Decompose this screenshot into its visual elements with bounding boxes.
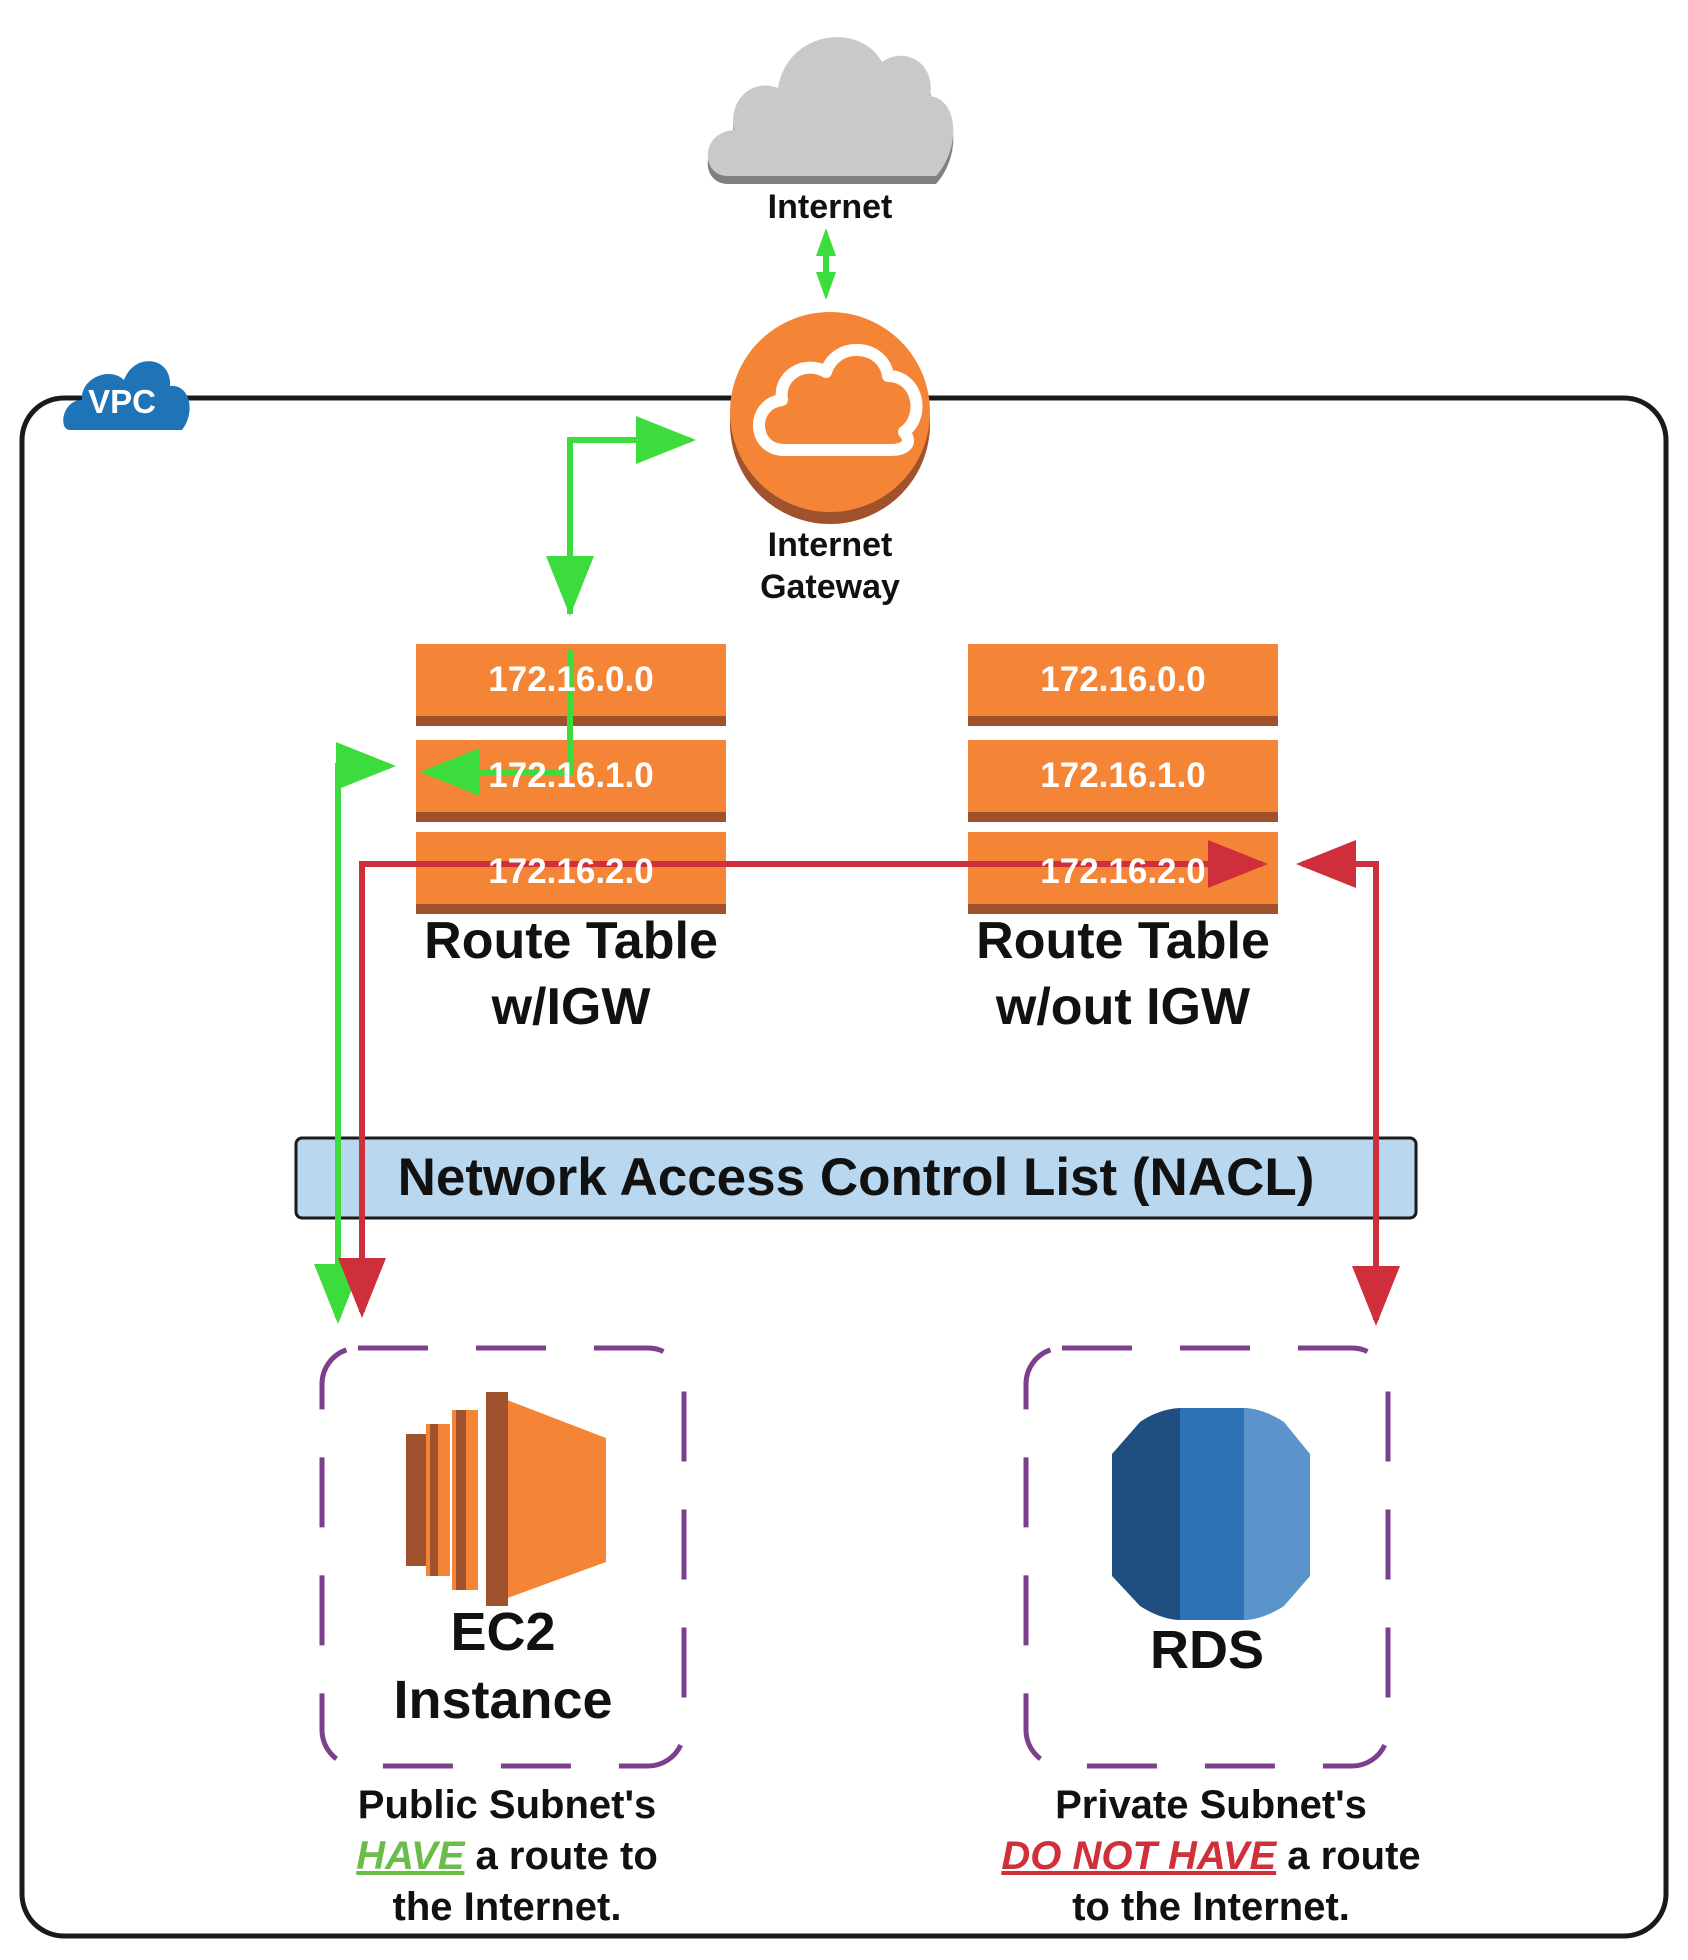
private-caption-line1: Private Subnet's [1055,1783,1367,1827]
route-entry: 172.16.2.0 [488,852,654,891]
rds-label: RDS [1149,1620,1264,1680]
route-entry: 172.16.1.0 [1040,756,1206,795]
public-caption-line1: Public Subnet's [357,1783,657,1827]
route-table-igw-label: Route Table w/IGW [396,908,746,1040]
vpc-badge-label: VPC [88,383,156,420]
public-caption-line3: the Internet. [392,1885,622,1929]
do-not-have-emphasis: DO NOT HAVE [1001,1834,1277,1878]
have-emphasis: HAVE [356,1834,465,1878]
route-row [968,740,1278,812]
public-caption-line2: HAVE a route to [272,1831,742,1882]
internet-label: Internet [767,188,893,226]
route-table-no-igw-label-line2: w/out IGW [995,978,1251,1036]
internet-cloud-icon [707,37,954,184]
private-caption-line3: to the Internet. [1072,1885,1350,1929]
nacl-bar [294,1136,1418,1220]
route-row [416,832,726,904]
route-entry: 172.16.2.0 [1040,852,1206,891]
igw-label: Internet Gateway [700,524,960,608]
route-table-no-igw-label: Route Table w/out IGW [948,908,1298,1040]
internet-igw-link [816,228,836,300]
ec2-label-line1: EC2 [450,1602,556,1662]
internet-gateway-icon [730,312,930,524]
route-entry: 172.16.0.0 [488,660,654,699]
private-subnet-caption: Private Subnet's DO NOT HAVE a route to … [946,1780,1476,1933]
ec2-label-line2: Instance [393,1670,613,1730]
igw-label-line1: Internet [767,526,893,564]
ec2-icon [406,1392,606,1606]
private-caption-rest: a route [1276,1834,1421,1878]
igw-label-line2: Gateway [760,568,900,606]
nacl-label: Network Access Control List (NACL) [397,1148,1315,1207]
rds-icon [1112,1408,1310,1620]
private-caption-line2: DO NOT HAVE a route [946,1831,1476,1882]
private-subnet-box [1023,1345,1391,1769]
route-table-igw-label-line1: Route Table [424,912,718,970]
vpc-cloud-icon [63,361,190,430]
route-row [968,644,1278,716]
public-caption-rest: a route to [464,1834,658,1878]
route-table-igw-label-line2: w/IGW [491,978,651,1036]
route-table-no-igw-label-line1: Route Table [976,912,1270,970]
red-route-path [338,840,1400,1326]
green-route-path [314,416,696,1324]
route-entry: 172.16.1.0 [488,756,654,795]
route-entry: 172.16.0.0 [1040,660,1206,699]
public-subnet-caption: Public Subnet's HAVE a route to the Inte… [272,1780,742,1933]
public-subnet-box [319,1345,687,1769]
ec2-label: EC2 Instance [322,1598,684,1734]
